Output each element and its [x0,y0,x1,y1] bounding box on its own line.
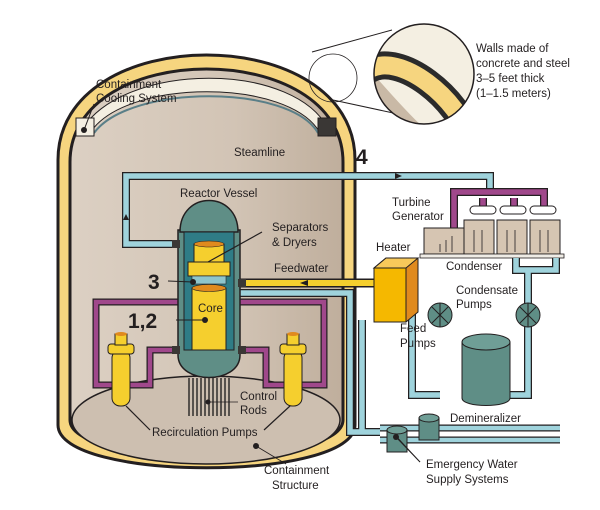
walls-note-line-4: (1–1.5 meters) [476,88,551,100]
core-label: Core [198,303,223,315]
marker-1-2: 1,2 [128,310,157,333]
containment-structure-label-1: Containment [264,465,330,477]
heater-label: Heater [376,242,411,254]
separators-label-1: Separators [272,222,329,234]
feed-return-pipe [238,289,560,444]
containment-cooling-system [75,77,337,137]
condensate-pumps-label-1: Condensate [456,285,518,297]
demineralizer-label: Demineralizer [450,413,521,425]
containment-structure-label-2: Structure [272,480,319,492]
turbine-generator-label-1: Turbine [392,197,431,209]
emergency-water-label-2: Supply Systems [426,474,509,486]
condensate-pump-right [515,302,541,328]
demineralizer [461,333,511,406]
walls-note-line-2: concrete and steel [476,58,570,70]
recirculation-pump-left [107,332,135,407]
feedwater-label: Feedwater [274,263,329,275]
condensate-pumps-label-2: Pumps [456,299,492,311]
steamline-pipe [122,172,494,248]
reactor-vessel-label: Reactor Vessel [180,188,257,200]
control-rods-label-1: Control [240,391,277,403]
containment-cooling-label-2: Cooling System [96,93,177,105]
emergency-water-tanks [386,413,440,463]
steamline-label: Steamline [234,147,285,159]
emergency-water-label-1: Emergency Water [426,459,518,471]
condenser [419,219,565,259]
condenser-label: Condenser [446,261,502,273]
marker-3: 3 [148,271,160,294]
turbine-manifold [450,188,557,228]
recirculation-pointers [125,405,291,431]
marker-4: 4 [356,146,368,169]
feed-pumps-label-2: Pumps [400,338,436,350]
condensate-pump-left [427,302,453,328]
reactor-vessel [167,199,263,379]
feed-pumps-label-1: Feed [400,323,426,335]
control-rods [188,378,238,416]
recirculation-pumps-label: Recirculation Pumps [152,427,258,439]
containment-cooling-label-1: Containment [96,79,162,91]
control-rods-label-2: Rods [240,405,267,417]
recirculation-pump-right [279,332,307,407]
turbine-generator-label-2: Generator [392,211,444,223]
walls-note-line-3: 3–5 feet thick [476,73,545,85]
separators-label-2: & Dryers [272,237,317,249]
heater [372,257,420,323]
feedwater-pipe [240,278,374,288]
walls-note-line-1: Walls made of [476,43,549,55]
